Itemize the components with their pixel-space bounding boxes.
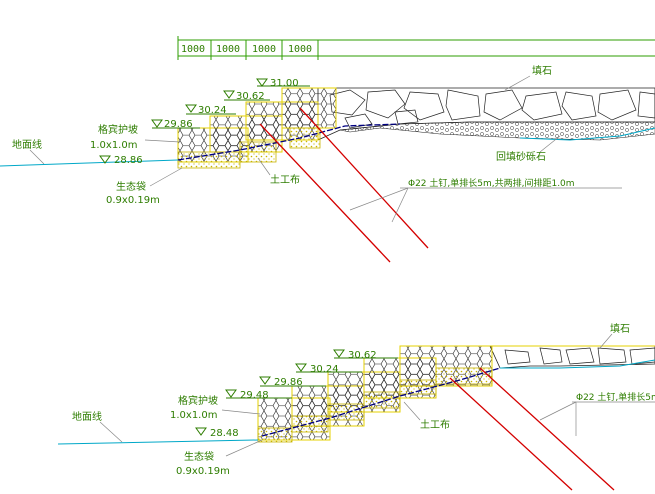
bottom-soil-nails — [449, 367, 615, 491]
top-label-gabion: 格宾护坡 — [98, 123, 138, 136]
bottom-elev-28-48: 28.48 — [210, 428, 239, 439]
top-labels: 填石 格宾护坡 1.0x1.0m 地面线 生态袋 0.9x0.19m 土工布 回… — [12, 64, 622, 223]
bottom-elev-29-86: 29.86 — [274, 377, 303, 388]
top-label-nail: Φ22 土钉,单排长5m,共两排,间排距1.0m — [408, 177, 575, 189]
top-label-eco-bag: 生态袋 — [116, 180, 146, 193]
top-section: 1000 1000 1000 1000 — [0, 36, 655, 263]
top-ground-line — [0, 159, 179, 167]
dim-1: 1000 — [181, 44, 205, 55]
top-elev-28-86: 28.86 — [114, 155, 143, 166]
bottom-label-eco-bag: 生态袋 — [184, 450, 214, 463]
top-backfill-gravel — [339, 121, 655, 141]
bottom-label-gabion: 格宾护坡 — [178, 394, 218, 407]
bottom-label-nail: Φ22 土钉,单排长5m, — [576, 391, 655, 403]
bottom-elevation-markers: 30.62 30.24 29.86 29.48 28.48 — [195, 349, 398, 439]
bottom-labels: 填石 格宾护坡 1.0x1.0m 地面线 生态袋 0.9x0.19m 土工布 Φ… — [72, 322, 655, 477]
dim-3: 1000 — [252, 44, 276, 55]
top-label-riprap: 填石 — [532, 64, 552, 77]
top-elev-30-24: 30.24 — [198, 105, 227, 116]
bottom-section: 30.62 30.24 29.86 29.48 28.48 填石 格宾护坡 1.… — [57, 322, 655, 491]
bottom-label-ground-line: 地面线 — [72, 410, 102, 423]
bottom-label-gabion-size: 1.0x1.0m — [170, 410, 217, 421]
dim-4: 1000 — [288, 44, 312, 55]
dim-2: 1000 — [216, 44, 240, 55]
top-geotextile — [177, 123, 401, 161]
bottom-label-geotextile: 土工布 — [420, 418, 450, 431]
top-label-eco-bag-size: 0.9x0.19m — [106, 195, 160, 206]
top-label-ground-line: 地面线 — [12, 138, 42, 151]
top-soil-nails — [259, 107, 429, 263]
bottom-label-riprap: 填石 — [610, 322, 630, 335]
bottom-geotextile — [261, 367, 501, 437]
top-elevation-markers: 31.00 30.62 30.24 29.86 28.86 — [99, 78, 310, 166]
top-elev-30-62: 30.62 — [236, 91, 265, 102]
bottom-elev-29-48: 29.48 — [240, 390, 269, 401]
bottom-eco-bags — [257, 367, 493, 443]
bottom-elev-30-24: 30.24 — [310, 364, 339, 375]
top-riprap-stones — [329, 89, 655, 129]
bottom-label-eco-bag-size: 0.9x0.19m — [176, 466, 230, 477]
top-label-gabion-size: 1.0x1.0m — [90, 140, 137, 151]
bottom-riprap-stones — [504, 347, 655, 365]
top-elev-31-00: 31.00 — [270, 78, 299, 89]
top-label-backfill: 回填砂砾石 — [496, 150, 546, 163]
top-dimension-line: 1000 1000 1000 1000 — [177, 36, 655, 60]
top-label-geotextile: 土工布 — [270, 173, 300, 186]
bottom-elev-30-62: 30.62 — [348, 350, 377, 361]
top-elev-29-86: 29.86 — [164, 119, 193, 130]
bottom-ground-line — [57, 439, 259, 445]
